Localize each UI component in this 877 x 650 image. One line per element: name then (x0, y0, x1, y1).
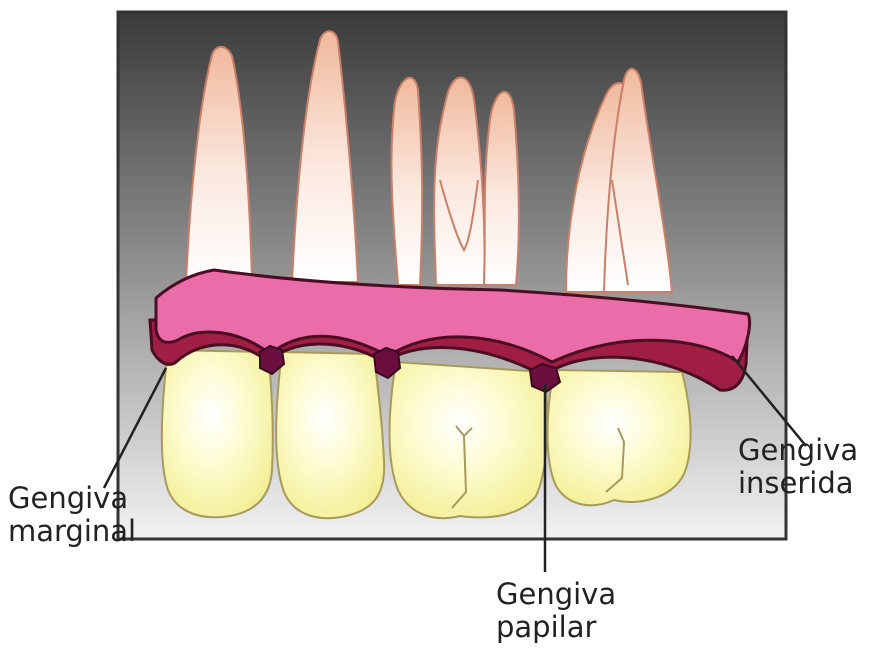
crown-1 (162, 350, 273, 517)
tooth-crowns (162, 350, 691, 518)
label-gengiva-inserida-line2: inserida (738, 467, 858, 500)
crown-4 (548, 370, 691, 505)
label-gengiva-marginal: Gengiva marginal (8, 482, 136, 548)
crown-3 (390, 362, 548, 518)
label-gengiva-papilar-line1: Gengiva (496, 578, 616, 611)
label-gengiva-papilar-line2: papilar (496, 611, 616, 644)
label-gengiva-inserida: Gengiva inserida (738, 434, 858, 500)
root-premolar-1 (391, 78, 422, 285)
label-gengiva-inserida-line1: Gengiva (738, 434, 858, 467)
label-gengiva-marginal-line2: marginal (8, 515, 136, 548)
crown-2 (276, 352, 384, 518)
label-gengiva-marginal-line1: Gengiva (8, 482, 136, 515)
label-gengiva-papilar: Gengiva papilar (496, 578, 616, 644)
root-premolar-3 (484, 92, 519, 285)
